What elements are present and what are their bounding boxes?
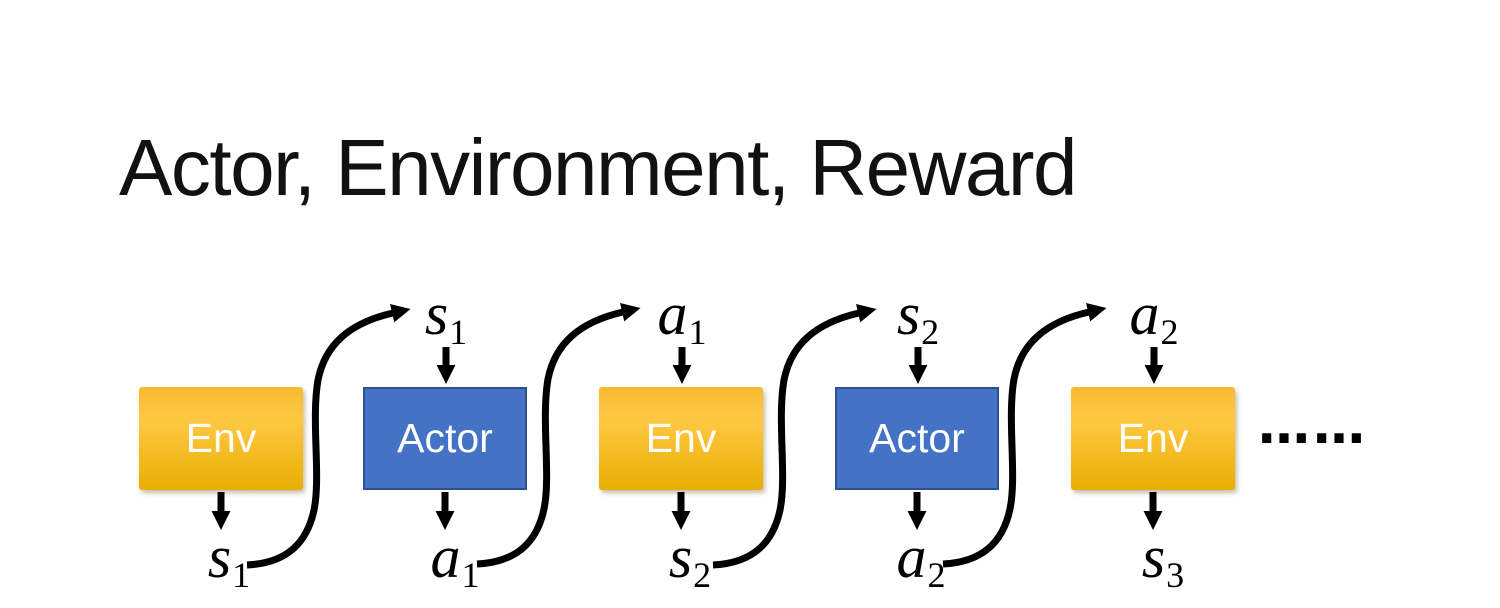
top-input-arrows — [436, 347, 1164, 384]
top-label-a2: a2 — [1129, 281, 1179, 352]
bottom-label-s3: s3 — [1141, 524, 1185, 595]
box-actor-1-label: Actor — [397, 415, 493, 461]
top-label-a1: a1 — [657, 281, 707, 352]
box-actor-2: Actor — [835, 387, 999, 490]
bottom-label-a1: a1 — [430, 524, 480, 595]
bottom-label-s1: s1 — [207, 524, 251, 595]
bottom-label-a2: a2 — [896, 524, 946, 595]
box-env-2-label: Env — [645, 415, 717, 461]
box-env-3-label: Env — [1117, 415, 1189, 461]
box-actor-2-label: Actor — [869, 415, 965, 461]
box-env-3: Env — [1071, 387, 1235, 490]
ellipsis-dots: …… — [1258, 396, 1368, 456]
box-env-1-label: Env — [185, 415, 257, 461]
top-label-s1: s1 — [424, 281, 468, 352]
box-env-2: Env — [599, 387, 763, 490]
top-label-s2: s2 — [896, 281, 940, 352]
box-actor-1: Actor — [363, 387, 527, 490]
bottom-output-arrows — [211, 492, 1163, 530]
box-env-1: Env — [139, 387, 303, 490]
page-title: Actor, Environment, Reward — [119, 123, 1077, 212]
bottom-label-s2: s2 — [668, 524, 712, 595]
